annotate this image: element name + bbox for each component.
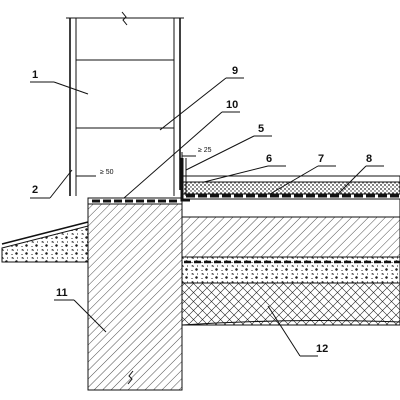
- callout-label-9: 10: [226, 99, 238, 111]
- dimension-text-floor: ≥ 25: [198, 147, 212, 154]
- callout-9: 10: [123, 99, 240, 199]
- callout-label-11: 7: [318, 153, 324, 165]
- callout-label-7: 11: [56, 287, 68, 299]
- callout-12: 8: [337, 153, 384, 195]
- dimension-text-wall: ≥ 50: [100, 169, 114, 176]
- callout-5: 5: [185, 123, 272, 171]
- dimension-wall-overlap: ≥ 50: [75, 169, 114, 182]
- callout-label-6: 12: [316, 343, 328, 355]
- callout-label-10: 6: [266, 153, 272, 165]
- blind-area: [1, 221, 89, 263]
- foundation: [87, 203, 183, 391]
- callout-6: 12: [267, 305, 328, 357]
- waterproofing-upturn: [180, 158, 190, 202]
- callout-8: 9: [159, 65, 244, 131]
- callout-2: 2: [30, 169, 73, 199]
- waterproofing-under-wall: [87, 197, 183, 205]
- wall-upper: [66, 11, 184, 196]
- callout-label-8: 9: [232, 65, 238, 77]
- callout-1: 1: [30, 69, 89, 95]
- callout-label-12: 8: [366, 153, 372, 165]
- callout-label-1: 1: [32, 69, 38, 81]
- dimension-floor-overlap: ≥ 25: [181, 147, 212, 160]
- callout-label-5: 5: [258, 123, 264, 135]
- callout-7: 11: [54, 287, 107, 333]
- callout-11: 7: [269, 153, 336, 195]
- callout-10: 6: [203, 153, 286, 183]
- floor-layers: [181, 175, 400, 326]
- callout-label-2: 2: [32, 184, 38, 196]
